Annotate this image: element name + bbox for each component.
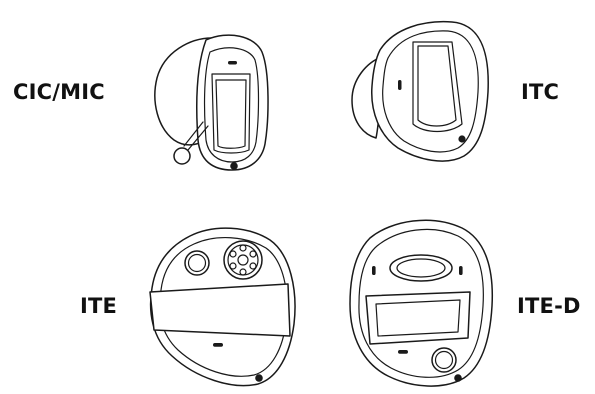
ite-illustration <box>150 228 295 385</box>
microphone-port <box>454 374 462 382</box>
microphone-port <box>230 162 238 170</box>
itc-illustration <box>352 22 488 161</box>
microphone-port <box>255 374 263 382</box>
ite-d-illustration <box>350 220 492 386</box>
vent-slot-right <box>459 266 463 275</box>
removal-handle <box>174 148 190 164</box>
vent-slot-left <box>372 266 376 275</box>
cic-mic-illustration <box>155 35 268 170</box>
vent-slot <box>213 343 223 347</box>
faceplate-band <box>150 284 290 336</box>
vent-slot <box>228 61 237 65</box>
vent-slot <box>398 350 408 354</box>
vent-slot <box>398 80 402 90</box>
volume-wheel[interactable] <box>224 241 262 279</box>
microphone-port <box>458 135 465 142</box>
